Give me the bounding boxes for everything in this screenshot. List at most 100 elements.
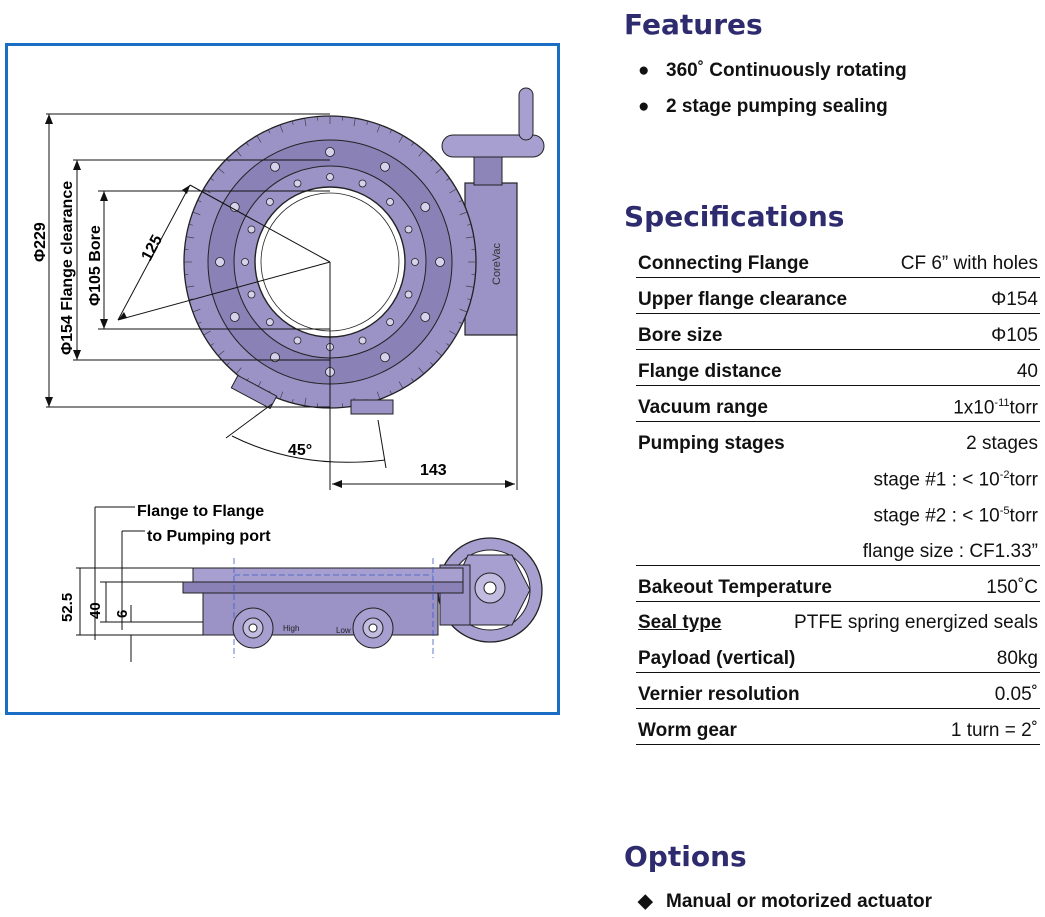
bolt-hole [293,179,302,188]
to-pumping-port-label: to Pumping port [147,528,271,545]
scale-tick [459,308,468,313]
bolt-hole [229,312,240,322]
bolt-hole [270,161,280,172]
scale-tick [186,236,195,239]
spec-label: Seal type [638,612,722,633]
scale-tick [389,129,392,134]
scale-tick [449,330,457,336]
scale-tick [268,129,271,134]
scale-tick [430,362,434,366]
scale-tick [376,391,381,400]
spec-label: Connecting Flange [638,253,809,274]
bolt-hole [265,197,274,206]
technical-drawing: CoreVac [32,87,545,662]
scale-tick [186,285,195,288]
scale-tick [366,120,369,125]
bolt-hole [247,290,256,299]
options-heading: Options [624,840,747,873]
scale-tick [446,178,450,181]
scale-tick [435,167,443,174]
spec-value: 40 [1016,361,1038,382]
bullet-dot-icon: ● [638,60,650,81]
scale-tick [446,343,450,346]
scale-tick [418,149,425,157]
scale-tick [235,367,242,375]
scale-tick [465,236,474,239]
port-low-label: Low [336,626,351,635]
bullet-dot-icon: ● [638,96,650,117]
spec-row-seal-type: Seal type PTFE spring energized seals [636,610,1040,636]
bolt-hole [411,258,419,266]
spec-row-flange-distance: Flange distance 40 [636,359,1040,386]
scale-tick [192,211,201,216]
clamp-tab-left [230,374,278,410]
feature-text: 2 stage pumping sealing [666,96,888,117]
bolt-hole [380,161,390,172]
scale-tick [459,211,468,216]
bolt-hole [265,318,274,327]
spec-label: Vernier resolution [638,684,800,705]
scale-tick [458,200,463,203]
dim-40-label: 40 [87,602,104,619]
scale-tick [291,120,294,125]
spec-row-bore-size: Bore size Φ105 [636,323,1040,350]
scale-tick [353,118,356,127]
spec-row-stage-2: stage #2 : < 10-5torr [636,503,1040,529]
option-text: Manual or motorized actuator [666,891,933,912]
scale-tick [376,124,381,133]
spec-label: Worm gear [638,720,737,741]
dim-143-label: 143 [420,462,447,479]
spec-row-worm-gear: Worm gear 1 turn = 2˚ [636,718,1040,745]
spec-row-vacuum-range: Vacuum range 1x10-11torr [636,395,1040,422]
scale-tick [197,321,202,324]
scale-tick [449,188,457,194]
spec-row-port-flange-size: flange size : CF1.33” [636,539,1040,566]
dim-6-label: 6 [114,610,131,618]
spec-row-stage-1: stage #1 : < 10-2torr [636,467,1040,493]
bolt-hole [386,318,395,327]
bolt-hole [404,290,413,299]
scale-tick [235,149,242,157]
spec-value: Φ105 [991,325,1038,346]
feature-item: ● 2 stage pumping sealing [638,96,888,118]
bolt-hole [420,202,431,212]
spec-value: 1 turn = 2˚ [950,720,1038,741]
bolt-hole [326,173,334,181]
spec-value: stage #2 : < 10-5torr [873,505,1038,527]
spec-value: Φ154 [991,289,1038,310]
spec-value: 150˚C [986,577,1038,598]
dim-52-5-label: 52.5 [59,593,76,622]
dimension-lines [46,113,518,490]
spec-row-connecting-flange: Connecting Flange CF 6” with holes [636,251,1040,278]
option-item: ◆ Manual or motorized actuator [638,890,932,913]
scale-tick [291,399,294,404]
scale-tick [188,298,193,301]
handle-knob [518,87,534,141]
scale-tick [418,367,425,375]
scale-tick [279,391,284,400]
spec-value: CF 6” with holes [900,253,1038,274]
spec-value: 1x10-11torr [953,397,1038,419]
specifications-heading: Specifications [624,200,845,233]
bolt-hole [358,179,367,188]
port-high-label: High [283,624,299,633]
diamond-bullet-icon: ◆ [638,891,653,912]
spec-value: stage #1 : < 10-2torr [873,469,1038,491]
scale-tick [389,390,392,395]
technical-drawing-frame: CoreVac [5,43,560,715]
features-heading: Features [624,8,763,41]
bolt-hole [293,336,302,345]
dimension-arrows [45,114,515,488]
actuator-neck [473,154,503,186]
scale-tick [217,167,225,174]
scale-tick [411,142,414,146]
scale-tick [197,200,202,203]
spec-row-vernier-resolution: Vernier resolution 0.05˚ [636,682,1040,709]
scale-tick [210,178,214,181]
scale-tick [217,350,225,357]
bolt-hole [435,257,445,267]
scale-tick [304,397,307,406]
scale-tick [210,343,214,346]
scale-tick [430,158,434,162]
scale-tick [226,362,230,366]
